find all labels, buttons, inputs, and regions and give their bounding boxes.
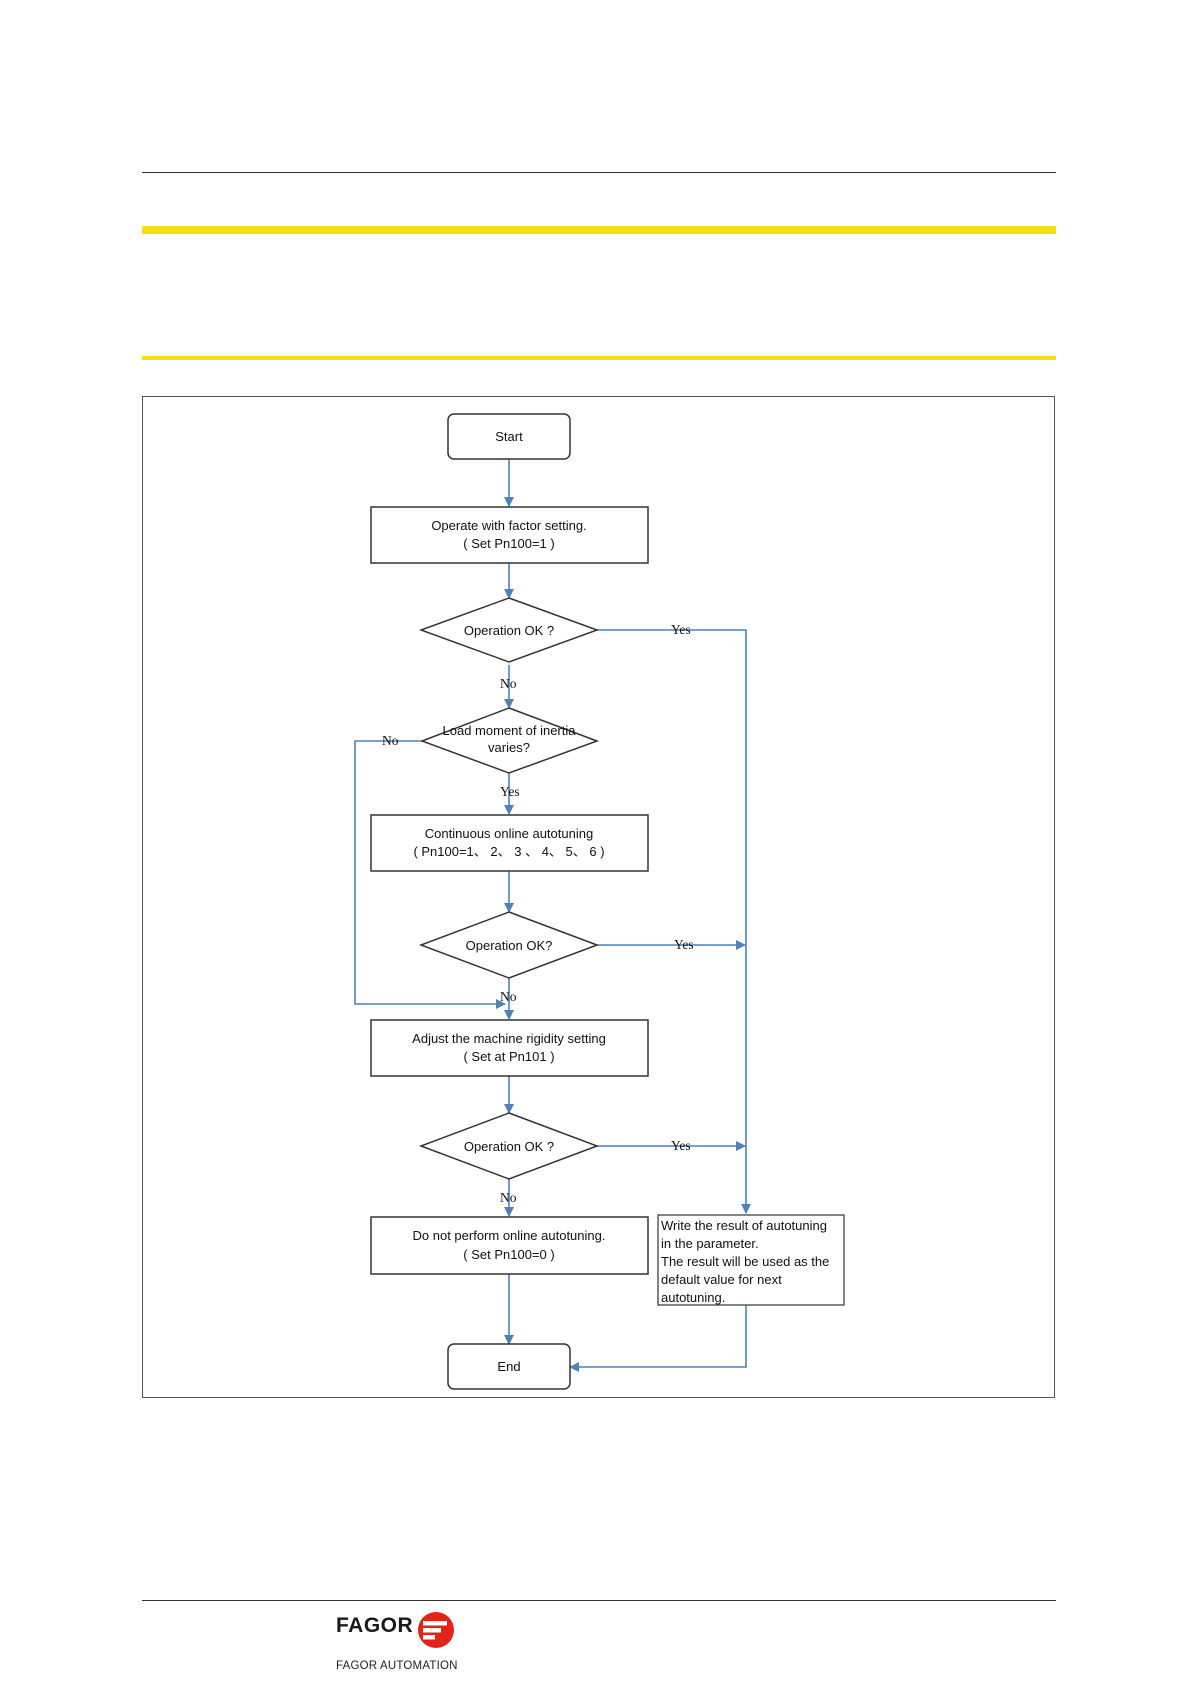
step3-line2: ( Set at Pn101 ) — [463, 1049, 554, 1064]
end-label: End — [497, 1359, 520, 1374]
arrow-write-end — [569, 1305, 747, 1372]
write-line5: autotuning. — [661, 1290, 725, 1305]
end-terminal — [447, 1343, 571, 1390]
decision-operation-ok-2 — [418, 911, 600, 979]
yes-label-decision1: Yes — [671, 622, 691, 637]
write-line2: in the parameter. — [661, 1236, 759, 1251]
no-label-decision3: No — [500, 989, 517, 1004]
start-terminal — [447, 413, 571, 460]
fagor-logo: FAGOR FAGOR AUTOMATION — [336, 1610, 466, 1672]
write-line3: The result will be used as the — [661, 1254, 829, 1269]
fagor-logo-icon — [418, 1612, 454, 1648]
start-label: Start — [495, 429, 523, 444]
step1-line1: Operate with factor setting. — [431, 518, 586, 533]
no-label-decision1: No — [500, 676, 517, 691]
step2-line2: ( Pn100=1、 2、 3 、 4、 5、 6 ) — [413, 844, 604, 859]
yes-label-decision3: Yes — [674, 937, 694, 952]
write-line4: default value for next — [661, 1272, 782, 1287]
process-no-online-autotuning — [370, 1216, 649, 1275]
no-label-decision2: No — [382, 733, 399, 748]
logo-wordmark: FAGOR — [336, 1614, 414, 1637]
company-name: FAGOR AUTOMATION — [336, 1660, 458, 1672]
decision2-line1: Load moment of inertia — [443, 723, 577, 738]
step3-line1: Adjust the machine rigidity setting — [412, 1031, 606, 1046]
arrow-decision1-yes-write — [597, 629, 751, 1214]
flowchart-connectors — [354, 459, 751, 1372]
step4-line1: Do not perform online autotuning. — [413, 1228, 606, 1243]
decision-operation-ok-3 — [418, 1112, 600, 1180]
section-band-bottom — [142, 356, 1056, 360]
process-write-result — [657, 1214, 845, 1306]
header-rule — [142, 172, 1056, 173]
decision-operation-ok-1 — [418, 597, 600, 663]
section-band-top — [142, 226, 1056, 234]
process-continuous-autotuning — [370, 814, 649, 872]
decision3-label: Operation OK? — [466, 938, 553, 953]
write-line1: Write the result of autotuning — [661, 1218, 827, 1233]
yes-label-decision2: Yes — [500, 784, 520, 799]
process-factor-setting — [370, 506, 649, 564]
footer-rule — [142, 1600, 1056, 1601]
flowchart-diagram: Start Operate with factor setting. ( Set… — [354, 413, 845, 1390]
decision2-line2: varies? — [488, 740, 530, 755]
step2-line1: Continuous online autotuning — [425, 826, 593, 841]
decision4-label: Operation OK ? — [464, 1139, 554, 1154]
process-machine-rigidity — [370, 1019, 649, 1077]
step1-line2: ( Set Pn100=1 ) — [463, 536, 554, 551]
no-label-decision4: No — [500, 1190, 517, 1205]
decision-inertia-varies — [419, 707, 600, 774]
step4-line2: ( Set Pn100=0 ) — [463, 1247, 554, 1262]
decision1-label: Operation OK ? — [464, 623, 554, 638]
flowchart-figure: Start Operate with factor setting. ( Set… — [142, 396, 1055, 1398]
yes-label-decision4: Yes — [671, 1138, 691, 1153]
arrow-decision2-no — [354, 740, 506, 1009]
